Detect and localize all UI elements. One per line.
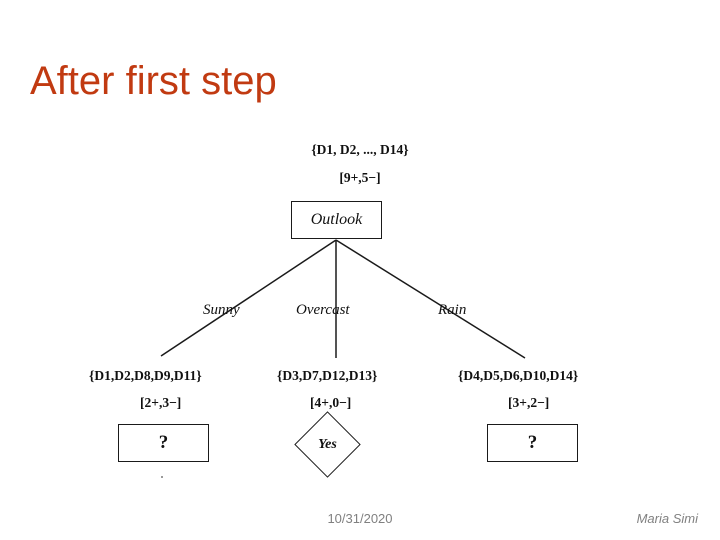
child-set-label-sunny: {D1,D2,D8,D9,D11} — [89, 368, 202, 383]
edge-label-overcast: Overcast — [296, 302, 350, 318]
child-counts-label-overcast: [4+,0−] — [310, 395, 352, 410]
node-leaf-rain-unknown[interactable]: ? — [487, 424, 582, 466]
root-counts-label: [9+,5−] — [339, 170, 381, 185]
speck-artifact — [161, 476, 163, 478]
edge-line-sunny — [160, 239, 337, 357]
edge-line-rain — [335, 239, 526, 359]
node-leaf-overcast-yes[interactable]: Yes — [294, 411, 364, 482]
tree-edges-svg — [160, 239, 526, 359]
root-set-label: {D1, D2, ..., D14} — [311, 142, 409, 157]
node-leaf-sunny-unknown[interactable]: ? — [118, 424, 213, 466]
footer-date: 10/31/2020 — [327, 511, 393, 526]
decision-tree-diagram: {D1, D2, ..., D14} [9+,5−] Outlook Sunny… — [89, 142, 582, 482]
footer-author: Maria Simi — [636, 511, 698, 526]
child-counts-label-rain: [3+,2−] — [508, 395, 550, 410]
edge-label-rain: Rain — [438, 302, 467, 318]
diamond-label: Yes — [318, 436, 337, 452]
child-set-label-overcast: {D3,D7,D12,D13} — [277, 368, 378, 383]
child-set-label-rain: {D4,D5,D6,D10,D14} — [458, 368, 579, 383]
node-outlook[interactable]: Outlook — [291, 201, 386, 243]
edge-label-sunny: Sunny — [203, 302, 240, 318]
page-title: After first step — [30, 59, 277, 103]
child-counts-label-sunny: [2+,3−] — [140, 395, 182, 410]
